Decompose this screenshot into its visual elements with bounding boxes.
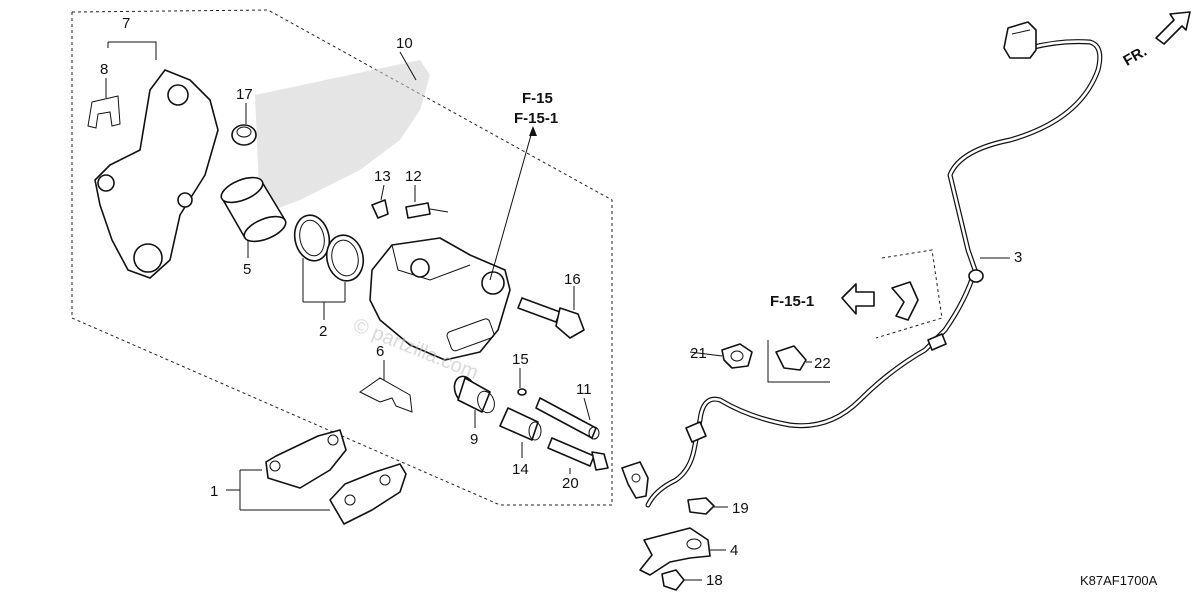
callout-13: 13 [374, 168, 391, 185]
cable-guide-lower[interactable] [685, 421, 707, 443]
sensor-connector[interactable] [1003, 21, 1037, 59]
ref-f15-1-top: F-15-1 [514, 110, 558, 127]
ref-f15: F-15 [522, 90, 553, 107]
piston[interactable] [218, 172, 289, 246]
callout-7: 7 [122, 15, 130, 32]
reference-arrow-left [841, 283, 875, 315]
callout-16: 16 [564, 271, 581, 288]
callout-4: 4 [730, 542, 738, 559]
sensor-bolt-19[interactable] [687, 497, 715, 515]
pin-boot[interactable] [451, 373, 497, 415]
boot[interactable] [231, 124, 257, 146]
o-ring[interactable] [517, 388, 527, 396]
pin-bolt[interactable] [517, 297, 585, 339]
callout-12: 12 [405, 168, 422, 185]
callout-14: 14 [512, 461, 529, 478]
callout-10: 10 [396, 35, 413, 52]
callout-18: 18 [706, 572, 723, 589]
fr-label: FR. [1120, 43, 1149, 70]
callout-1: 1 [210, 483, 218, 500]
front-direction-arrow: FR. [1120, 11, 1191, 70]
callout-5: 5 [243, 261, 251, 278]
pad-spring[interactable] [87, 95, 121, 129]
detail-box [875, 249, 943, 339]
callout-2: 2 [319, 323, 327, 340]
callout-9: 9 [470, 431, 478, 448]
dust-seal[interactable] [323, 232, 368, 284]
abs-sensor-cable[interactable] [645, 39, 1103, 508]
bleed-cap[interactable] [371, 199, 389, 219]
slide-pin[interactable] [535, 397, 600, 440]
piston-seal[interactable] [291, 212, 334, 264]
callout-17: 17 [236, 86, 253, 103]
caliper-body[interactable] [369, 237, 511, 361]
brake-pad-inner[interactable] [265, 429, 347, 489]
caliper-bolt[interactable] [547, 437, 609, 471]
pad-pin-sleeve[interactable] [499, 407, 542, 441]
wheel-speed-sensor[interactable] [621, 461, 649, 499]
pad-clip[interactable] [359, 377, 413, 413]
cable-clamp-22[interactable] [775, 345, 807, 371]
callout-20: 20 [562, 475, 579, 492]
callout-22: 22 [814, 355, 831, 372]
callout-19: 19 [732, 500, 749, 517]
callout-15: 15 [512, 351, 529, 368]
stipple-band [255, 60, 430, 215]
detail-clip [891, 281, 919, 321]
brake-pad-outer[interactable] [329, 463, 407, 525]
ref-f15-1-side: F-15-1 [770, 293, 814, 310]
callout-8: 8 [100, 61, 108, 78]
bracket-bolt-18[interactable] [661, 569, 685, 591]
sensor-bracket[interactable] [639, 527, 711, 576]
cable-clamp-21[interactable] [721, 343, 753, 369]
cable-grommet-mid[interactable] [927, 333, 947, 351]
callout-3: 3 [1014, 249, 1022, 266]
callout-6: 6 [376, 343, 384, 360]
diagram-code: K87AF1700A [1080, 573, 1158, 588]
callout-11: 11 [576, 381, 592, 398]
bleed-valve[interactable] [405, 202, 449, 219]
caliper-bracket[interactable] [94, 69, 219, 279]
cable-grommet-upper[interactable] [968, 269, 984, 283]
